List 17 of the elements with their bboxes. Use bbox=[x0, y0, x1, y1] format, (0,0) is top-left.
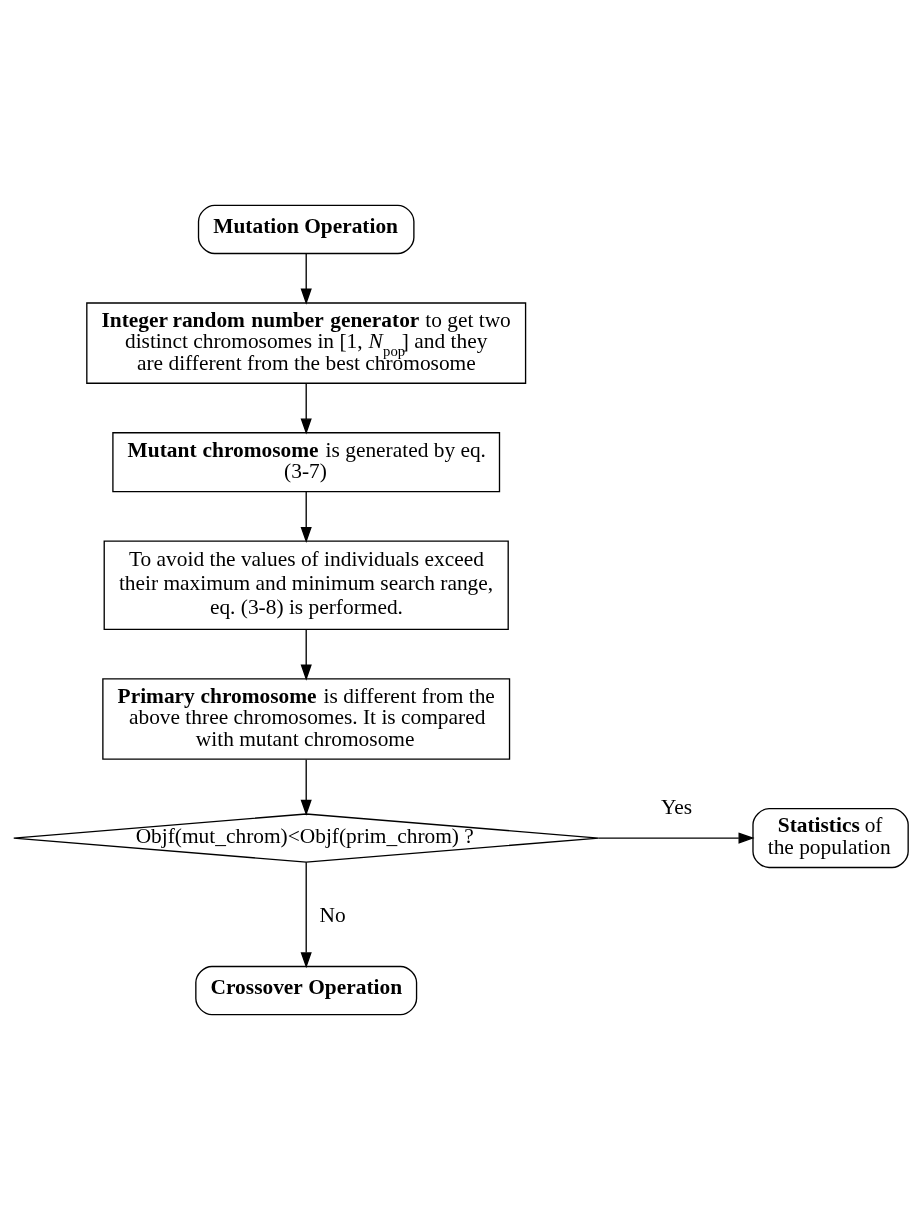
arrow bbox=[300, 628, 312, 681]
arrow bbox=[300, 758, 312, 816]
node-box: Primary chromosome is different from the above three chromosomes. It is compared with mutant chromosome bbox=[102, 677, 511, 760]
node-diamond: Objf(mut_chrom)<Objf(prim_chrom) ? bbox=[13, 812, 600, 863]
node-box: Statistics of the population bbox=[752, 807, 909, 868]
edge-label: No bbox=[319, 902, 346, 927]
node-box: To avoid the values of individuals exceed their maximum and minimum search range, eq. (3-8) is performed. bbox=[103, 539, 509, 630]
arrow bbox=[300, 252, 312, 305]
node-box: Crossover Operation bbox=[195, 965, 418, 1015]
edge-label: Yes bbox=[661, 794, 693, 819]
node-box: Mutation Operation bbox=[197, 204, 415, 254]
arrow bbox=[300, 382, 312, 435]
node-box: Mutant chromosome is generated by eq. (3-7) bbox=[112, 431, 501, 492]
node-box: Integer random number generator to get two distinct chromosomes in [1, N$_{pop}$] and they are different from the best chromosome bbox=[86, 301, 527, 384]
arrow bbox=[300, 490, 312, 543]
arrow bbox=[598, 831, 755, 844]
arrow bbox=[300, 861, 312, 968]
